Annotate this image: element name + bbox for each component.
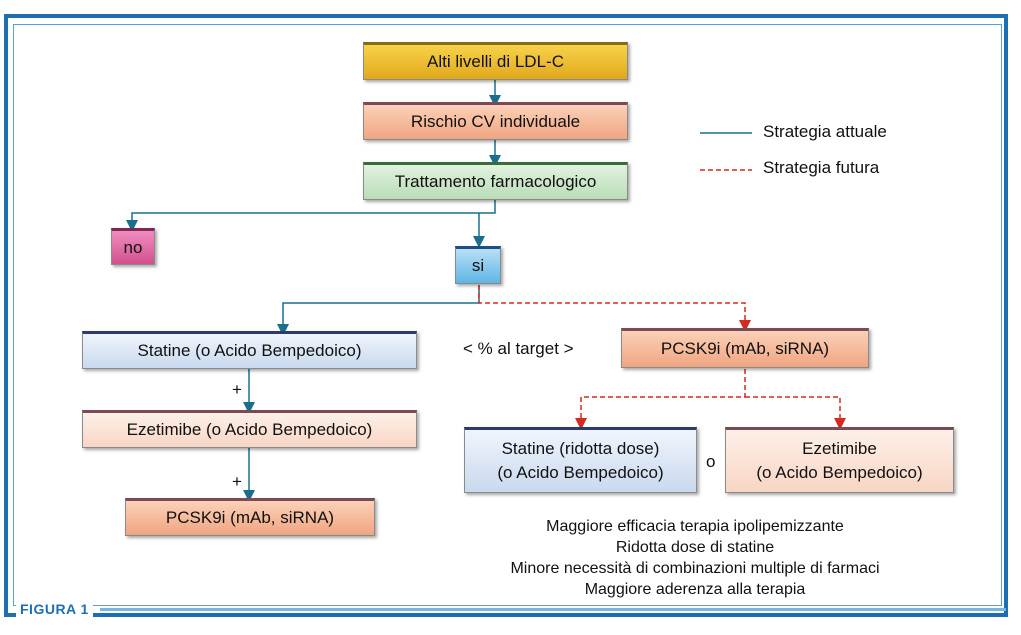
benefit-item: Ridotta dose di statine: [615, 539, 775, 556]
target-label: < % al target >: [463, 339, 574, 358]
node-pcsk9i-left-label: PCSK9i (mAb, siRNA): [165, 508, 335, 527]
node-ezetimibe-right: Ezetimibe (o Acido Bempedoico): [725, 427, 954, 493]
node-pcsk9i-left: PCSK9i (mAb, siRNA): [125, 498, 375, 536]
node-statine-left: Statine (o Acido Bempedoico): [82, 331, 417, 369]
plus-sign-2: +: [232, 472, 242, 491]
node-ezetimibe-right-line1: Ezetimibe: [802, 439, 877, 458]
node-statine-ridotta-line2: (o Acido Bempedoico): [497, 463, 664, 482]
inner-frame: [13, 24, 1002, 606]
node-no-label: no: [123, 237, 143, 257]
node-rischio-cv: Rischio CV individuale: [363, 102, 628, 140]
node-trattamento: Trattamento farmacologico: [363, 162, 628, 200]
node-alti-livelli-label: Alti livelli di LDL-C: [427, 52, 564, 71]
connector-pcsk9i-to-statine-future: [575, 369, 746, 430]
node-ezetimibe-right-line2: (o Acido Bempedoico): [756, 463, 923, 482]
node-no: no: [111, 228, 155, 265]
benefit-item: Maggiore aderenza alla terapia: [584, 581, 806, 598]
node-si-label: si: [471, 256, 485, 275]
node-si: si: [455, 246, 501, 284]
node-statine-left-label: Statine (o Acido Bempedoico): [137, 341, 362, 360]
benefits-list: Maggiore efficacia terapia ipolipemizzan…: [470, 516, 920, 600]
node-ezetimibe-left-label: Ezetimibe (o Acido Bempedoico): [126, 420, 373, 439]
benefit-item: Maggiore efficacia terapia ipolipemizzan…: [546, 518, 844, 535]
figure-label: FIGURA 1: [16, 601, 93, 617]
node-statine-ridotta-line1: Statine (ridotta dose): [501, 439, 660, 458]
benefit-item: Minore necessità di combinazioni multipl…: [510, 560, 880, 577]
connector-si-to-statine: [277, 285, 480, 336]
outer-frame: [4, 14, 1008, 617]
node-trattamento-label: Trattamento farmacologico: [394, 172, 597, 191]
connector-pcsk9i-to-ezetimibe-future: [745, 396, 846, 430]
legend-current-label: Strategia attuale: [763, 122, 887, 141]
node-pcsk9i-right: PCSK9i (mAb, siRNA): [621, 328, 869, 368]
connector-si-to-pcsk9i-future: [478, 285, 751, 332]
node-ezetimibe-left: Ezetimibe (o Acido Bempedoico): [82, 410, 417, 448]
connector-trattamento-to-no: [126, 200, 496, 232]
plus-sign-1: +: [232, 380, 242, 399]
figure-label-rule: [100, 608, 1006, 611]
node-alti-livelli: Alti livelli di LDL-C: [363, 42, 628, 80]
legend-future-label: Strategia futura: [763, 158, 880, 177]
node-rischio-cv-label: Rischio CV individuale: [410, 112, 581, 131]
node-pcsk9i-right-label: PCSK9i (mAb, siRNA): [660, 339, 830, 358]
node-statine-ridotta: Statine (ridotta dose) (o Acido Bempedoi…: [464, 427, 697, 493]
or-label: o: [706, 452, 716, 471]
